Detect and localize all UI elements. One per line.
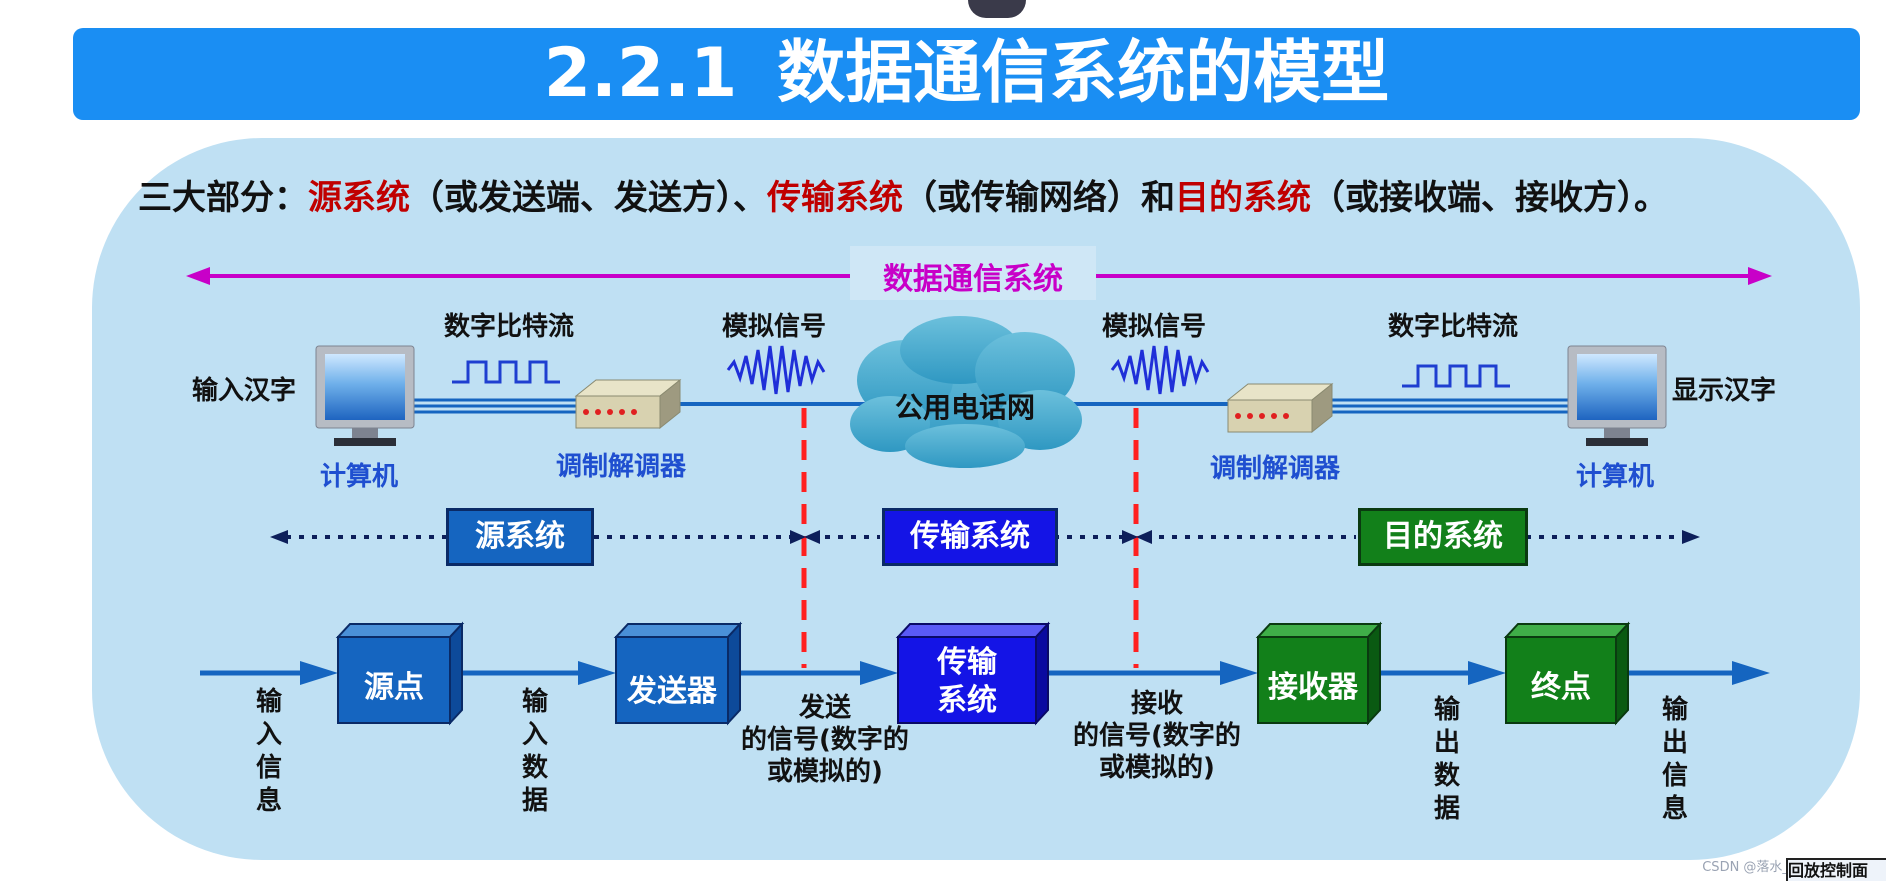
- label-output-info-char: 出: [1661, 728, 1688, 758]
- pipeline-arrows: [200, 661, 1770, 685]
- pipeline-transmitter-label: 发送器: [627, 674, 717, 709]
- label-received-signal-line: 或模拟的): [1099, 753, 1215, 783]
- label-input-info-char: 入: [255, 720, 282, 750]
- page-title: 2.2.1 数据通信系统的模型: [73, 28, 1860, 120]
- replay-control-panel[interactable]: 回放控制面: [1786, 858, 1886, 881]
- label-output-info-char: 信: [1661, 761, 1688, 791]
- label-right-analog: 模拟信号: [1102, 312, 1207, 342]
- label-left-input: 输入汉字: [192, 376, 297, 406]
- label-input-data-char: 据: [521, 786, 548, 816]
- label-left-modem: 调制解调器: [556, 452, 687, 482]
- system-box-transmission: 传输系统: [882, 508, 1058, 566]
- left-cable: [412, 398, 880, 414]
- label-output-data-char: 据: [1433, 794, 1460, 824]
- label-sent-signal-line: 发送: [798, 693, 851, 723]
- pipeline-transmission-label: 传输 系统: [898, 644, 1036, 720]
- label-output-info-char: 输: [1661, 695, 1688, 725]
- label-right-bitstream: 数字比特流: [1388, 312, 1519, 342]
- label-right-modem: 调制解调器: [1210, 454, 1341, 484]
- right-computer-icon: [1567, 345, 1667, 446]
- label-input-data-char: 入: [521, 720, 548, 750]
- system-box-source: 源系统: [446, 508, 594, 566]
- pipeline-transmission-line2: 系统: [937, 683, 997, 718]
- headline: 三大部分：源系统（或发送端、发送方）、传输系统（或传输网络）和目的系统（或接收端…: [138, 170, 1838, 219]
- headline-destination-system: 目的系统: [1175, 178, 1311, 218]
- label-right-output: 显示汉字: [1672, 376, 1777, 406]
- label-left-analog: 模拟信号: [722, 312, 827, 342]
- label-sent-signal: 发送 的信号(数字的 或模拟的): [730, 692, 920, 788]
- label-output-info-char: 息: [1661, 794, 1688, 824]
- left-modem-icon: [574, 378, 682, 430]
- label-output-data-char: 出: [1433, 728, 1460, 758]
- right-modem-icon: [1226, 382, 1334, 434]
- label-left-bitstream: 数字比特流: [444, 312, 575, 342]
- pipeline-transmission-line1: 传输: [937, 645, 997, 680]
- pipeline-source-point-label: 源点: [364, 670, 424, 705]
- network-range-label-bg: [850, 246, 1096, 300]
- pipeline-receiver-label: 接收器: [1268, 670, 1358, 705]
- right-analog-wave-icon: [1110, 345, 1210, 395]
- watermark: CSDN @落水_zh: [1702, 860, 1804, 875]
- right-bitstream-icon: [1402, 364, 1510, 388]
- headline-transmission-note: （或传输网络）和: [903, 178, 1175, 218]
- system-box-destination: 目的系统: [1358, 508, 1528, 566]
- label-input-info-char: 输: [255, 687, 282, 717]
- box-receiver: [1255, 621, 1383, 726]
- system-range-arrowheads: [270, 530, 1700, 544]
- label-input-data: 输 入 数 据: [518, 686, 552, 818]
- label-output-data: 输 出 数 据: [1430, 694, 1464, 826]
- pipeline-sink-label: 终点: [1531, 670, 1591, 705]
- label-input-data-char: 输: [521, 687, 548, 717]
- title-text: 数据通信系统的模型: [777, 34, 1390, 113]
- right-cable: [1070, 398, 1572, 414]
- label-right-computer: 计算机: [1576, 462, 1655, 492]
- label-received-signal-line: 的信号(数字的: [1073, 721, 1241, 751]
- left-bitstream-icon: [452, 360, 560, 384]
- headline-transmission-system: 传输系统: [767, 178, 903, 218]
- headline-destination-note: （或接收端、接收方）。: [1311, 178, 1668, 218]
- label-cloud: 公用电话网: [894, 391, 1035, 424]
- box-transmission: [895, 621, 1051, 726]
- label-sent-signal-line: 的信号(数字的: [741, 725, 909, 755]
- left-computer-icon: [315, 345, 415, 446]
- headline-prefix: 三大部分：: [138, 178, 308, 218]
- cloud-icon: [850, 316, 1082, 468]
- label-input-info-char: 信: [255, 753, 282, 783]
- headline-source-note: （或发送端、发送方）、: [410, 178, 767, 218]
- box-source-point: [335, 621, 465, 726]
- box-sink: [1503, 621, 1631, 726]
- label-received-signal: 接收 的信号(数字的 或模拟的): [1062, 688, 1252, 784]
- title-number: 2.2.1: [543, 34, 738, 113]
- headline-source-system: 源系统: [308, 178, 410, 218]
- label-input-data-char: 数: [521, 753, 548, 783]
- left-analog-wave-icon: [726, 345, 826, 395]
- box-transmitter: [613, 621, 743, 726]
- label-output-data-char: 输: [1433, 695, 1460, 725]
- top-decoration: [968, 0, 1026, 18]
- label-output-data-char: 数: [1433, 761, 1460, 791]
- label-output-info: 输 出 信 息: [1658, 694, 1692, 826]
- network-range-label: 数据通信系统: [883, 262, 1063, 297]
- label-input-info: 输 入 信 息: [252, 686, 286, 818]
- label-left-computer: 计算机: [320, 462, 399, 492]
- label-sent-signal-line: 或模拟的): [767, 757, 883, 787]
- label-received-signal-line: 接收: [1130, 689, 1183, 719]
- label-input-info-char: 息: [255, 786, 282, 816]
